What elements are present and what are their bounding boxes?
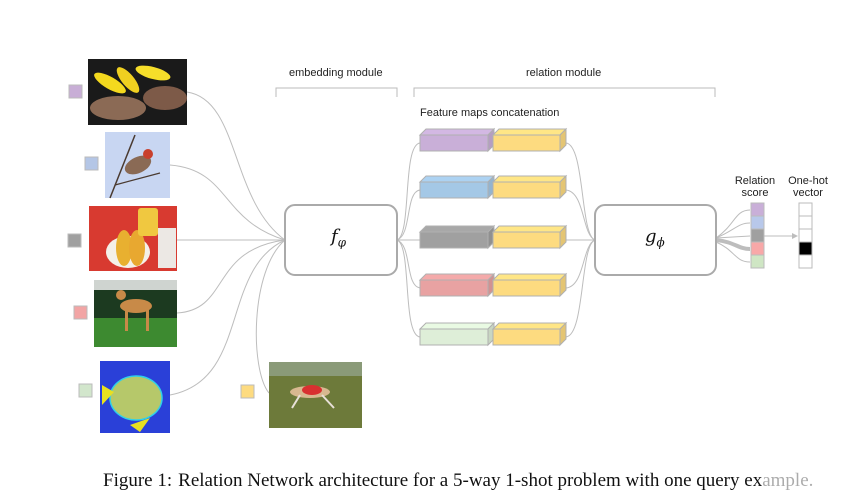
figure-caption: Figure 1:Relation Network architecture f… — [103, 470, 813, 492]
class-square-1 — [68, 84, 83, 99]
angelfish-image — [100, 361, 170, 433]
query-feature-map-3 — [491, 224, 568, 250]
connector-sample-4 — [176, 239, 286, 314]
relation-symbol: g — [645, 226, 657, 247]
sample-feature-map-4 — [418, 272, 496, 298]
relation-subscript: ϕ — [656, 235, 665, 250]
class-square-3 — [67, 233, 82, 248]
onehot-cell-2 — [798, 215, 813, 230]
onehot-cell-5 — [798, 254, 813, 269]
relation-score-label-line2: score — [741, 187, 769, 199]
connector-g-score-3 — [715, 235, 751, 239]
connector-g-score-5 — [715, 241, 751, 263]
feature-map-pairs — [418, 127, 568, 347]
sample-feature-map-5 — [418, 321, 496, 347]
class-square-2 — [84, 156, 99, 171]
onehot-vector-label: One-hot vector — [783, 175, 833, 199]
onehot-label-line1: One-hot — [788, 175, 828, 187]
relation-module-bracket — [413, 87, 716, 97]
connector-query — [255, 239, 286, 394]
connectors — [169, 91, 798, 396]
embedding-symbol: f — [331, 226, 338, 247]
connector-sample-5 — [169, 239, 286, 396]
relation-score-cell-4 — [750, 241, 765, 256]
one-hot-vector — [798, 202, 813, 269]
connector-pair-4-g — [565, 239, 596, 289]
class-square-4 — [73, 305, 88, 320]
query-feature-map-4 — [491, 272, 568, 298]
relation-score-vector — [750, 202, 765, 269]
connector-f-pair-5 — [396, 239, 421, 338]
relation-score-cell-5 — [750, 254, 765, 269]
connector-sample-2 — [169, 164, 286, 241]
class-square-5 — [78, 383, 93, 398]
onehot-label-line2: vector — [793, 187, 823, 199]
connector-pair-1-g — [565, 142, 596, 241]
relation-module-label: relation module — [526, 67, 602, 79]
dog-standing-image — [94, 280, 177, 347]
relation-score-label: Relation score — [731, 175, 779, 199]
sample-feature-map-2 — [418, 174, 496, 200]
relation-score-cell-1 — [750, 202, 765, 217]
connector-g-score-1 — [715, 209, 751, 239]
query-class-square — [240, 384, 255, 399]
relation-score-label-line1: Relation — [734, 175, 776, 187]
figure-caption-truncated: ample. — [762, 470, 814, 491]
onehot-cell-3 — [798, 228, 813, 243]
grilled-corn-steak-image — [88, 59, 187, 125]
running-dog-image — [269, 362, 362, 428]
embedding-module-label: embedding module — [289, 67, 383, 79]
sample-images — [88, 59, 187, 433]
figure-caption-text: Relation Network architecture for a 5-wa… — [178, 470, 763, 491]
embedding-subscript: φ — [337, 235, 347, 250]
query-feature-map-2 — [491, 174, 568, 200]
connector-f-pair-2 — [396, 189, 421, 241]
onehot-cell-4 — [798, 241, 813, 256]
connector-f-pair-4 — [396, 239, 421, 289]
figure-caption-label: Figure 1: — [103, 470, 173, 491]
sample-feature-map-3 — [418, 224, 496, 250]
query-feature-map-5 — [491, 321, 568, 347]
sample-feature-map-1 — [418, 127, 496, 153]
onehot-cell-1 — [798, 202, 813, 217]
connector-g-score-4 — [715, 238, 751, 251]
connector-f-pair-1 — [396, 142, 421, 241]
query-feature-map-1 — [491, 127, 568, 153]
connector-sample-1 — [186, 91, 286, 241]
embedding-module-bracket — [275, 87, 398, 97]
relation-score-cell-2 — [750, 215, 765, 230]
connector-pair-5-g — [565, 239, 596, 338]
relation-module-box — [594, 204, 717, 276]
arrow-head-icon — [792, 233, 798, 239]
hotdogs-image — [89, 206, 177, 271]
embedding-module-box — [284, 204, 398, 276]
bird-on-branch-image — [105, 132, 170, 199]
class-color-squares — [67, 84, 255, 399]
relation-score-cell-3 — [750, 228, 765, 243]
feature-concat-label: Feature maps concatenation — [420, 107, 560, 119]
relation-function-symbol: gϕ — [645, 226, 665, 250]
embedding-function-symbol: fφ — [331, 226, 346, 250]
connector-pair-2-g — [565, 189, 596, 241]
connector-g-score-2 — [715, 222, 751, 239]
